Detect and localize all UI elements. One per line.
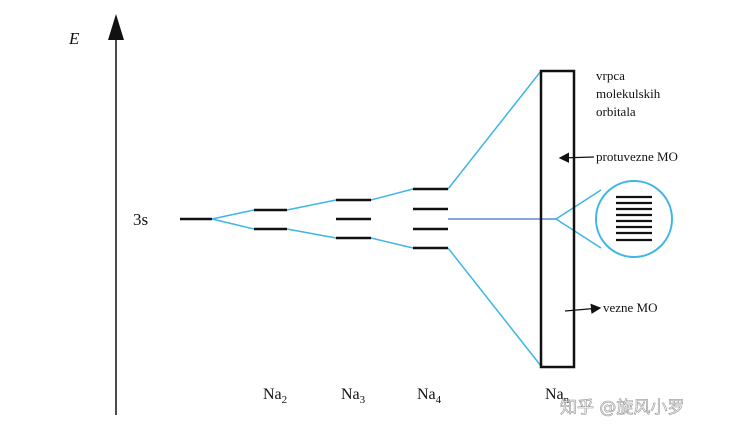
label-na3: Na3 xyxy=(341,386,366,406)
axis-arrow-icon xyxy=(108,14,124,40)
watermark: 知乎 @旋风小罗 xyxy=(560,398,684,418)
zoom-circle xyxy=(595,180,673,258)
atomic-3s-level: 3s xyxy=(133,210,212,229)
bonding-label: vezne MO xyxy=(603,300,658,315)
na4-levels xyxy=(413,187,448,250)
band-rectangle xyxy=(539,69,576,369)
label-nan: Nan xyxy=(545,386,570,406)
bonding-arrow-icon xyxy=(564,303,602,314)
band-label-line2: molekulskih xyxy=(596,86,661,101)
atomic-level-label: 3s xyxy=(133,210,148,229)
antibonding-annotation: protuvezne MO xyxy=(558,149,678,164)
label-na4: Na4 xyxy=(417,386,442,406)
energy-axis: E xyxy=(68,14,124,415)
band-label-line1: vrpca xyxy=(596,68,625,83)
label-na2: Na2 xyxy=(263,386,287,406)
bonding-annotation: vezne MO xyxy=(564,300,658,315)
band-label-line3: orbitala xyxy=(596,104,636,119)
na3-levels xyxy=(336,198,371,240)
antibonding-label: protuvezne MO xyxy=(596,149,678,164)
antibonding-arrow-icon xyxy=(558,152,595,163)
na2-levels xyxy=(254,208,287,231)
connector-lines xyxy=(211,70,602,367)
axis-label: E xyxy=(68,29,80,48)
band-label: vrpca molekulskih orbitala xyxy=(596,68,661,119)
